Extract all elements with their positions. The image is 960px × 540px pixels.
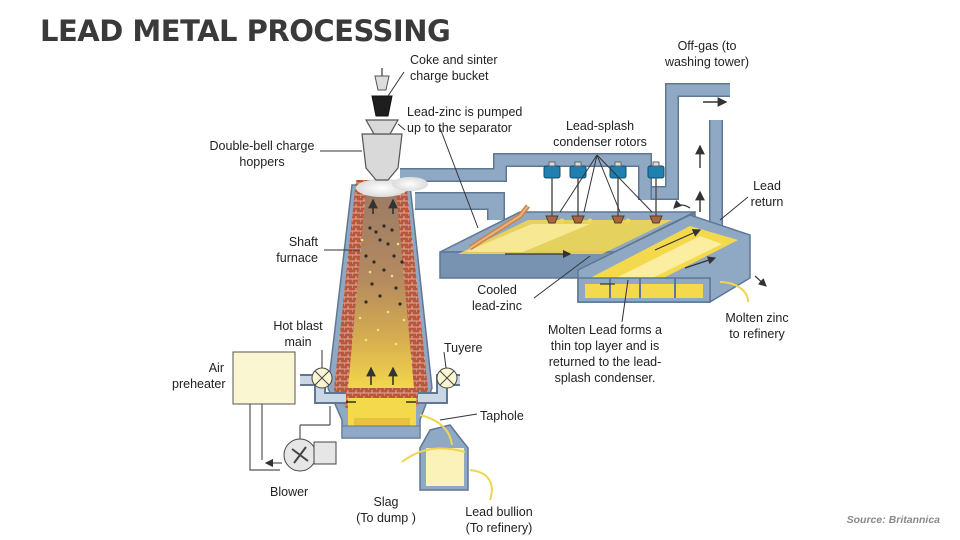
page-title: LEAD METAL PROCESSING [40, 14, 451, 48]
leader-lines [320, 71, 749, 421]
charge-hoppers [361, 68, 403, 181]
lead-splash-condenser [439, 210, 751, 303]
label-slag: Slag(To dump ) [356, 495, 416, 525]
label-blower: Blower [270, 485, 309, 499]
label-lead-bullion: Lead bullion(To refinery) [465, 505, 533, 535]
label-taphole: Taphole [480, 409, 524, 423]
source-credit: Source: Britannica [846, 514, 940, 526]
label-tuyere: Tuyere [444, 341, 483, 355]
furnace-gas-duct [400, 153, 652, 220]
molten-zinc-stream [719, 281, 749, 303]
blower [283, 406, 337, 472]
air-preheater [232, 351, 296, 471]
hot-blast-main [300, 367, 460, 404]
shaft-furnace [327, 177, 433, 439]
condenser-rotors [543, 161, 665, 224]
lead-bullion-pot [401, 414, 493, 501]
offgas-duct [645, 83, 730, 228]
